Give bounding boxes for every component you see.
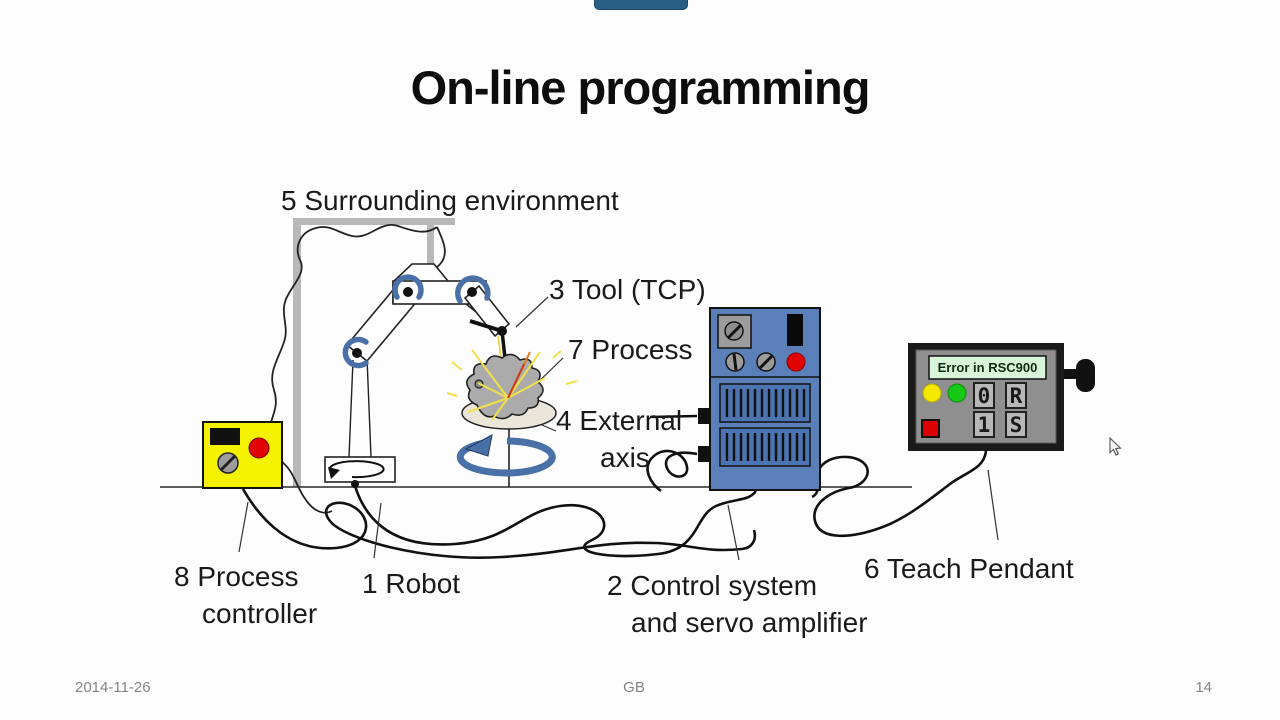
robot-cable [353, 485, 758, 558]
process-controller-cable [241, 488, 757, 559]
label-robot: 1 Robot [362, 568, 461, 599]
cabinet-connector-2 [698, 446, 710, 462]
teach-pendant-cable [811, 450, 988, 538]
footer-date: 2014-11-26 [75, 679, 151, 696]
label-external-axis: 4 External axis [556, 402, 682, 476]
label-process-controller-line1: 8 Process [174, 561, 299, 592]
label-process-controller: 8 Process controller [174, 558, 317, 632]
label-control-system-line2: and servo amplifier [631, 607, 868, 638]
label-control-system: 2 Control system and servo amplifier [607, 567, 868, 641]
vent-panel-top [719, 383, 811, 423]
cabinet-main-knob [717, 314, 752, 349]
cabinet-connector-1 [698, 408, 710, 424]
workpiece-cloud [466, 353, 544, 420]
external-axis-cable [646, 449, 698, 493]
pendant-display [928, 355, 1047, 380]
cables [241, 414, 988, 559]
top-tab [594, 0, 688, 10]
pendant-key-0-label: 0 [977, 384, 991, 408]
vent-panel-bottom [719, 427, 811, 467]
pendant-key-s [1005, 411, 1027, 438]
mouse-cursor [1109, 436, 1122, 456]
pendant-key-r-label: R [1009, 384, 1023, 408]
pendant-key-1 [973, 411, 995, 438]
control-system-cabinet [698, 307, 821, 491]
label-control-system-line1: 2 Control system [607, 570, 818, 601]
pendant-red-button [921, 419, 940, 438]
cabinet-slot [787, 314, 803, 346]
pendant-key-r [1005, 382, 1027, 409]
controller-knob [217, 452, 239, 474]
cabinet-knob-2 [756, 352, 776, 372]
cell-frame [293, 218, 455, 487]
pendant-display-text: Error in RSC900 [937, 360, 1038, 375]
label-tool: 3 Tool (TCP) [549, 274, 706, 305]
joint-rotation-arrows [342, 274, 491, 369]
cabinet-red-button [786, 352, 806, 372]
controller-display [210, 428, 240, 445]
label-process-controller-line2: controller [202, 598, 318, 629]
process-controller [202, 421, 283, 489]
page-title: On-line programming [410, 61, 871, 114]
cabinet-knob-1 [725, 352, 745, 372]
teach-pendant [908, 343, 1095, 451]
label-external-axis-line1: 4 External [556, 405, 683, 436]
pendant-yellow-lamp [922, 383, 942, 403]
pendant-key-1-label: 1 [977, 413, 991, 437]
pendant-green-lamp [947, 383, 967, 403]
label-surrounding-environment: 5 Surrounding environment [281, 185, 619, 216]
label-process: 7 Process [568, 334, 693, 365]
footer-author: GB [623, 679, 645, 696]
robot [324, 263, 511, 488]
label-teach-pendant: 6 Teach Pendant [864, 553, 1074, 584]
controller-red-button [248, 437, 270, 459]
label-external-axis-line2: axis [600, 442, 650, 473]
footer-page-number: 14 [1195, 679, 1212, 696]
pendant-key-0 [973, 382, 995, 409]
external-axis-cable-straight [649, 414, 698, 419]
process-sparks [446, 349, 578, 421]
pendant-side-connector [1064, 369, 1080, 379]
base-cable-joint [351, 480, 359, 488]
pendant-key-s-label: S [1009, 413, 1023, 437]
